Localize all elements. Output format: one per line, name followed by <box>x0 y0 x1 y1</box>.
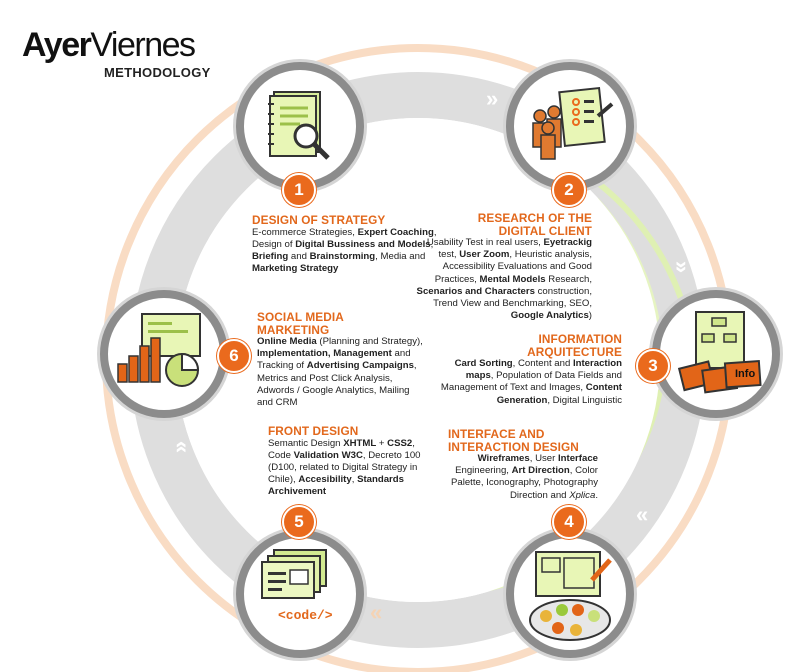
code-label: <code/> <box>278 608 333 623</box>
logo-wordmark: AyerViernes <box>22 26 196 64</box>
step-4-title-line-2: INTERACTION DESIGN <box>448 439 579 454</box>
step-3-circle: Info <box>652 290 780 418</box>
step-3-badge: 3 <box>636 349 670 383</box>
step-4-circle <box>506 530 634 658</box>
step-1-text: DESIGN OF STRATEGY E-commerce Strategies… <box>252 214 438 275</box>
wireframe-palette-icon <box>529 551 612 641</box>
step-2-badge: 2 <box>552 173 586 207</box>
step-6-title-line-2: MARKETING <box>257 322 330 337</box>
step-6-badge: 6 <box>217 339 251 373</box>
sitemap-cards-icon <box>677 311 762 394</box>
chart-browser-icon <box>117 313 201 387</box>
step-2-circle <box>506 62 634 190</box>
step-3-title-line-2: ARQUITECTURE <box>527 344 622 359</box>
chevron-down-icon: » <box>670 260 696 274</box>
step-5-badge: 5 <box>282 505 316 539</box>
people-checklist-icon <box>532 86 614 160</box>
step-4-text: INTERFACE AND INTERACTION DESIGN Wirefra… <box>448 428 598 502</box>
code-pages-icon <box>261 549 327 599</box>
step-3-text: INFORMATION ARQUITECTURE Card Sorting, C… <box>432 333 622 407</box>
chevron-right-icon: » <box>486 86 499 111</box>
step-2-title-line-2: DIGITAL CLIENT <box>498 223 592 238</box>
step-3-description: Card Sorting, Content and Interaction ma… <box>440 358 622 406</box>
step-6-text: SOCIAL MEDIA MARKETING Online Media (Pla… <box>257 311 423 409</box>
step-3-title-line-1: INFORMATION <box>538 332 622 346</box>
step-6-title-line-1: SOCIAL MEDIA <box>257 310 344 324</box>
chevron-left-icon: » <box>636 505 649 530</box>
step-5-circle <box>236 530 364 658</box>
step-1-circle <box>236 62 364 190</box>
notebook-magnifier-icon <box>268 91 330 160</box>
info-card-label: Info <box>735 368 756 380</box>
step-4-title-line-1: INTERFACE AND <box>448 427 545 441</box>
step-5-description: Semantic Design XHTML + CSS2, Code Valid… <box>268 437 421 498</box>
step-2-description: Usability Test in real users, Eyetrackig… <box>416 237 592 322</box>
step-2-text: RESEARCH OF THE DIGITAL CLIENT Usability… <box>410 212 592 322</box>
logo-subtitle: METHODOLOGY <box>104 65 211 80</box>
step-4-badge: 4 <box>552 505 586 539</box>
step-1-title: DESIGN OF STRATEGY <box>252 213 386 227</box>
step-6-circle <box>100 290 228 418</box>
step-6-description: Online Media (Planning and Strategy), Im… <box>257 336 423 409</box>
step-5-title: FRONT DESIGN <box>268 424 359 438</box>
step-1-description: E-commerce Strategies, Expert Coaching, … <box>252 226 437 275</box>
chevron-up-icon: » <box>167 440 193 454</box>
step-1-badge: 1 <box>282 173 316 207</box>
step-4-description: Wireframes, User Interface Engineering, … <box>450 453 598 501</box>
step-5-text: FRONT DESIGN Semantic Design XHTML + CSS… <box>268 425 428 499</box>
logo: AyerViernes METHODOLOGY <box>22 26 210 80</box>
step-2-title-line-1: RESEARCH OF THE <box>477 211 592 225</box>
chevron-left-icon: » <box>370 603 383 628</box>
